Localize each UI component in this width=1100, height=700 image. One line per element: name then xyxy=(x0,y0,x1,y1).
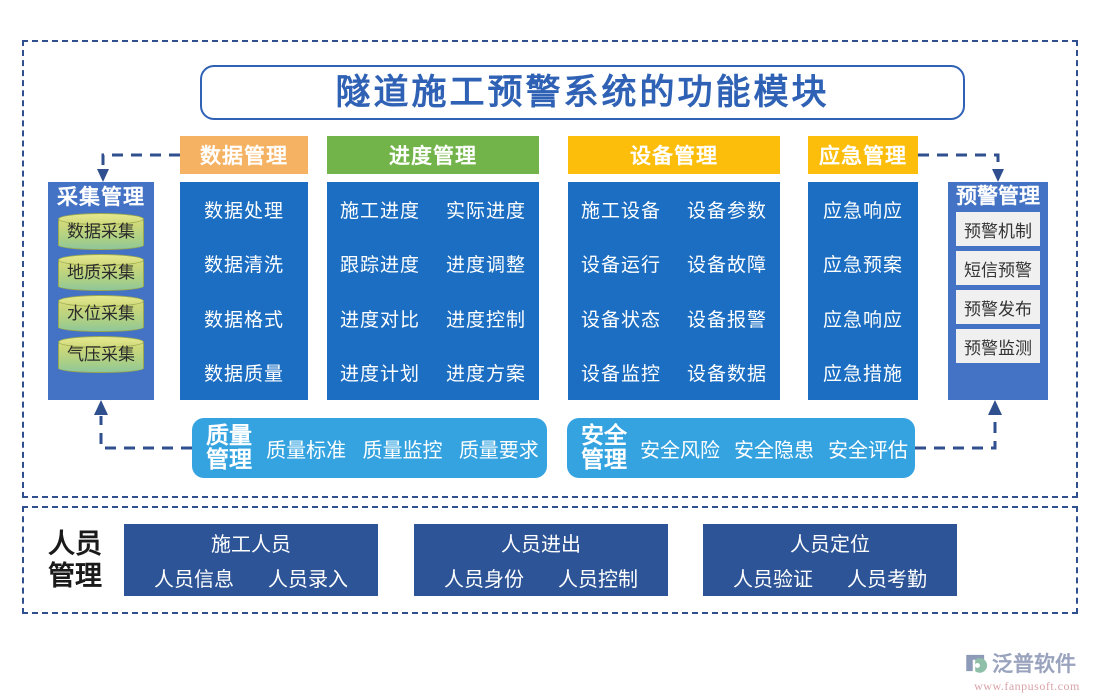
module-item[interactable]: 设备数据 xyxy=(686,364,767,386)
module-item[interactable]: 应急措施 xyxy=(822,364,903,386)
cylinder-top xyxy=(58,213,144,226)
module-item[interactable]: 进度对比 xyxy=(339,309,420,331)
personnel-item[interactable]: 人员录入 xyxy=(268,569,348,591)
module-item[interactable]: 施工设备 xyxy=(580,200,661,222)
module-item[interactable]: 数据质量 xyxy=(203,364,284,386)
personnel-item[interactable]: 人员考勤 xyxy=(847,569,927,591)
cylinder-label: 地质采集 xyxy=(67,263,135,283)
emergency-management-panel: 应急响应 应急预案 应急响应 应急措施 xyxy=(808,182,918,400)
category-header-emergency[interactable]: 应急管理 xyxy=(808,136,918,174)
module-item[interactable]: 设备故障 xyxy=(686,255,767,277)
module-item[interactable]: 设备状态 xyxy=(580,309,661,331)
quality-item[interactable]: 质量监控 xyxy=(362,439,443,462)
cylinder-label: 气压采集 xyxy=(67,345,135,365)
personnel-group-positioning: 人员定位 人员验证 人员考勤 xyxy=(703,524,957,596)
warning-item[interactable]: 预警发布 xyxy=(956,290,1040,325)
category-header-data[interactable]: 数据管理 xyxy=(180,136,308,174)
cylinder-item[interactable]: 水位采集 xyxy=(58,295,144,333)
module-item[interactable]: 进度方案 xyxy=(445,364,526,386)
cylinder-top xyxy=(58,336,144,349)
quality-title: 质量 管理 xyxy=(206,422,252,472)
category-header-device[interactable]: 设备管理 xyxy=(568,136,780,174)
cylinder-item[interactable]: 数据采集 xyxy=(58,213,144,251)
module-item[interactable]: 设备参数 xyxy=(686,200,767,222)
module-item[interactable]: 应急响应 xyxy=(822,200,903,222)
module-item[interactable]: 设备监控 xyxy=(580,364,661,386)
data-management-panel: 数据处理 数据清洗 数据格式 数据质量 xyxy=(180,182,308,400)
personnel-group-header: 人员进出 xyxy=(501,534,581,556)
device-management-panel: 施工设备 设备参数 设备运行 设备故障 设备状态 设备报警 设备监控 设备数据 xyxy=(568,182,780,400)
module-item[interactable]: 进度控制 xyxy=(445,309,526,331)
safety-item[interactable]: 安全隐患 xyxy=(734,439,814,462)
quality-management-strip: 质量 管理 质量标准 质量监控 质量要求 xyxy=(192,418,547,478)
upper-dashed-container xyxy=(22,40,1078,498)
personnel-item[interactable]: 人员控制 xyxy=(558,569,638,591)
diagram-title-box: 隧道施工预警系统的功能模块 xyxy=(200,65,965,120)
module-item[interactable]: 跟踪进度 xyxy=(339,255,420,277)
cylinder-top xyxy=(58,254,144,267)
personnel-item[interactable]: 人员信息 xyxy=(154,569,234,591)
cylinder-item[interactable]: 气压采集 xyxy=(58,336,144,374)
collection-title: 采集管理 xyxy=(57,185,145,209)
module-item[interactable]: 设备运行 xyxy=(580,255,661,277)
brand-logo: 泛普软件 www.fanpusoft.com xyxy=(963,648,1091,694)
fanpu-logo-icon xyxy=(966,654,988,673)
warning-item[interactable]: 短信预警 xyxy=(956,251,1040,286)
personnel-group-access: 人员进出 人员身份 人员控制 xyxy=(414,524,668,596)
page-title: 隧道施工预警系统的功能模块 xyxy=(335,73,830,112)
personnel-management-title: 人员 管理 xyxy=(48,529,102,592)
module-item[interactable]: 进度调整 xyxy=(445,255,526,277)
logo-url: www.fanpusoft.com xyxy=(974,679,1080,693)
progress-management-panel: 施工进度 实际进度 跟踪进度 进度调整 进度对比 进度控制 进度计划 进度方案 xyxy=(327,182,539,400)
module-item[interactable]: 设备报警 xyxy=(686,309,767,331)
warning-title: 预警管理 xyxy=(956,184,1040,208)
module-item[interactable]: 施工进度 xyxy=(339,200,420,222)
quality-item[interactable]: 质量要求 xyxy=(458,439,539,462)
warning-item[interactable]: 预警监测 xyxy=(956,329,1040,364)
cylinder-top xyxy=(58,295,144,308)
warning-item[interactable]: 预警机制 xyxy=(956,212,1040,247)
quality-item[interactable]: 质量标准 xyxy=(266,439,347,462)
module-item[interactable]: 数据清洗 xyxy=(203,255,284,277)
module-item[interactable]: 应急响应 xyxy=(822,309,903,331)
safety-item[interactable]: 安全评估 xyxy=(828,439,908,462)
category-header-progress[interactable]: 进度管理 xyxy=(327,136,539,174)
personnel-group-header: 人员定位 xyxy=(790,534,870,556)
logo-name: 泛普软件 xyxy=(992,652,1076,676)
cylinder-label: 数据采集 xyxy=(67,222,135,242)
personnel-item[interactable]: 人员身份 xyxy=(444,569,524,591)
personnel-group-construction: 施工人员 人员信息 人员录入 xyxy=(124,524,378,596)
module-item[interactable]: 应急预案 xyxy=(822,255,903,277)
module-item[interactable]: 数据格式 xyxy=(203,309,284,331)
collection-management-panel: 采集管理 数据采集 地质采集 水位采集 气压采集 xyxy=(48,182,154,400)
personnel-group-header: 施工人员 xyxy=(211,534,291,556)
cylinder-item[interactable]: 地质采集 xyxy=(58,254,144,292)
cylinder-label: 水位采集 xyxy=(67,304,135,324)
safety-management-strip: 安全 管理 安全风险 安全隐患 安全评估 xyxy=(567,418,915,478)
lower-dashed-container xyxy=(22,506,1078,614)
safety-title: 安全 管理 xyxy=(581,422,627,472)
warning-management-panel: 预警管理 预警机制 短信预警 预警发布 预警监测 xyxy=(948,182,1048,400)
personnel-item[interactable]: 人员验证 xyxy=(733,569,813,591)
module-item[interactable]: 数据处理 xyxy=(203,200,284,222)
safety-item[interactable]: 安全风险 xyxy=(640,439,720,462)
module-item[interactable]: 实际进度 xyxy=(445,200,526,222)
module-item[interactable]: 进度计划 xyxy=(339,364,420,386)
